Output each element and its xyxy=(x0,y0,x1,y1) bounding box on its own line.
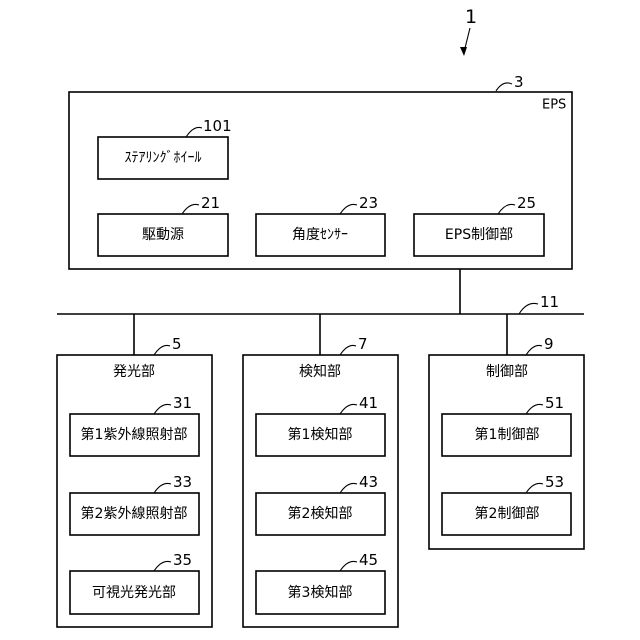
drive-source-label: 駆動源 xyxy=(142,227,184,243)
eps-control-ref: 25 xyxy=(517,194,536,212)
control-label: 制御部 xyxy=(486,364,528,380)
light-emitting-ref: 5 xyxy=(172,335,182,353)
eps-block: EPS 3 ｽﾃｱﾘﾝｸﾞﾎｲｰﾙ 101 駆動源 21 角度ｾﾝｻｰ 23 E… xyxy=(69,73,572,269)
visible-light-emitter-label: 可視光発光部 xyxy=(92,585,176,601)
control-ref-leader xyxy=(526,345,542,355)
eps-control-label: EPS制御部 xyxy=(445,227,513,243)
detection-label: 検知部 xyxy=(299,363,341,380)
detection-ref-leader xyxy=(340,345,356,355)
angle-sensor-ref: 23 xyxy=(359,194,378,212)
detection-block: 検知部 7 第1検知部 41 第2検知部 43 第3検知部 45 xyxy=(243,335,398,627)
steering-wheel-ref: 101 xyxy=(203,117,232,135)
uv-irradiator-1-ref: 31 xyxy=(173,394,192,412)
uv-irradiator-1-label: 第1紫外線照射部 xyxy=(81,426,188,443)
angle-sensor-label: 角度ｾﾝｻｰ xyxy=(292,227,348,243)
drive-source-ref: 21 xyxy=(201,194,220,212)
uv-irradiator-2-ref: 33 xyxy=(173,473,192,491)
light-emitting-ref-leader xyxy=(154,345,170,355)
light-emitting-label: 発光部 xyxy=(113,364,155,380)
detection-ref: 7 xyxy=(358,335,368,353)
detector-3-label: 第3検知部 xyxy=(288,584,353,601)
bus-ref-leader xyxy=(519,303,538,314)
detector-1-ref: 41 xyxy=(359,394,378,412)
eps-ref-leader xyxy=(496,83,512,91)
bus: 11 xyxy=(57,269,584,355)
controller-2-label: 第2制御部 xyxy=(475,505,540,522)
figure-number: 1 xyxy=(465,6,477,28)
controller-2-ref: 53 xyxy=(545,473,564,491)
visible-light-emitter-ref: 35 xyxy=(173,551,192,569)
detector-2-label: 第2検知部 xyxy=(288,505,353,522)
bus-ref: 11 xyxy=(540,293,559,311)
eps-ref: 3 xyxy=(514,73,524,91)
steering-wheel-label: ｽﾃｱﾘﾝｸﾞﾎｲｰﾙ xyxy=(125,150,202,166)
eps-label: EPS xyxy=(542,98,566,113)
uv-irradiator-2-label: 第2紫外線照射部 xyxy=(81,505,188,522)
light-emitting-block: 発光部 5 第1紫外線照射部 31 第2紫外線照射部 33 可視光発光部 35 xyxy=(57,335,212,627)
detector-3-ref: 45 xyxy=(359,551,378,569)
detector-2-ref: 43 xyxy=(359,473,378,491)
controller-1-label: 第1制御部 xyxy=(475,426,540,443)
control-ref: 9 xyxy=(544,335,554,353)
figure-arrow-head xyxy=(460,47,467,56)
controller-1-ref: 51 xyxy=(545,394,564,412)
control-block: 制御部 9 第1制御部 51 第2制御部 53 xyxy=(429,335,584,549)
detector-1-label: 第1検知部 xyxy=(288,426,353,443)
